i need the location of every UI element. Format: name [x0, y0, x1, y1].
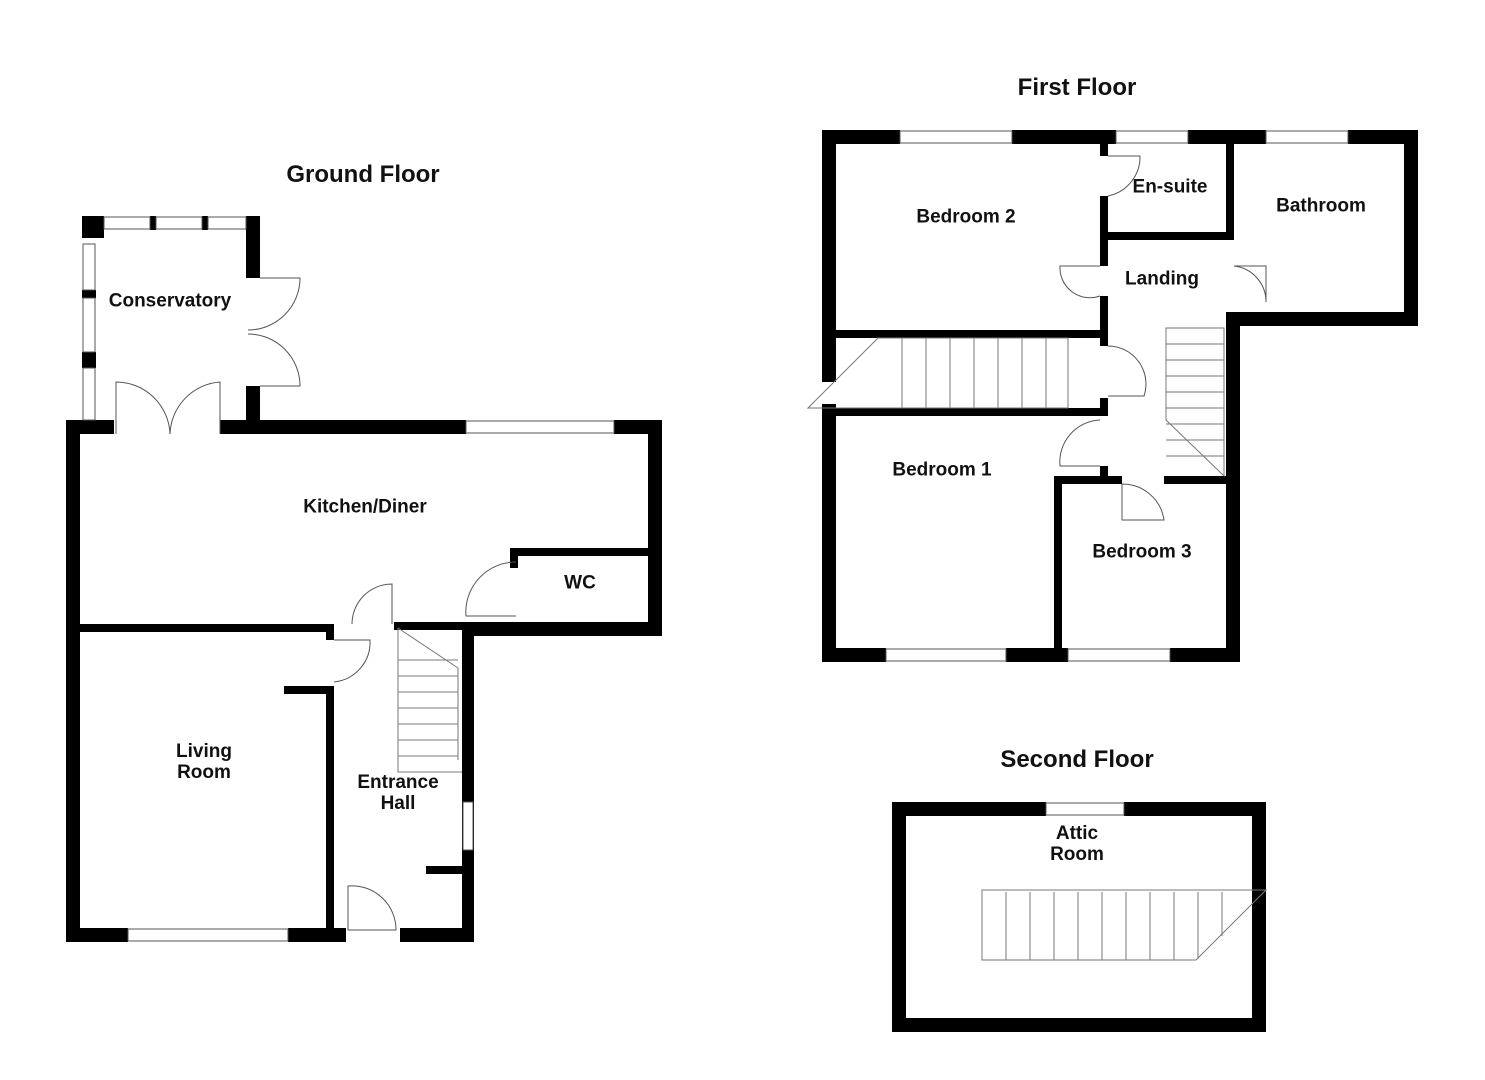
- room-wc: WC: [564, 572, 596, 594]
- ground-floor-stairs: [397, 627, 462, 773]
- first-floor-doors: [1059, 155, 1267, 521]
- room-bedroom-2: Bedroom 2: [916, 206, 1016, 228]
- ground-floor-doors: [115, 277, 517, 931]
- room-kitchen-diner: Kitchen/Diner: [303, 496, 427, 518]
- room-bedroom-1: Bedroom 1: [892, 459, 992, 481]
- first-floor-windows: [885, 130, 1349, 662]
- second-floor-window: [1045, 802, 1125, 816]
- room-attic: Attic Room: [1050, 823, 1104, 865]
- room-entrance-hall: Entrance Hall: [357, 772, 439, 814]
- ground-floor-walls: [66, 216, 662, 942]
- first-floor-walls: [822, 130, 1418, 662]
- room-bathroom: Bathroom: [1276, 195, 1366, 217]
- second-floor-stairs: [981, 889, 1268, 961]
- ground-floor-windows: [82, 216, 615, 942]
- room-bedroom-3: Bedroom 3: [1092, 541, 1192, 563]
- ground-floor-title: Ground Floor: [286, 161, 440, 188]
- first-floor-stairs: [806, 327, 1225, 478]
- room-conservatory: Conservatory: [108, 290, 232, 312]
- second-floor-title: Second Floor: [1000, 746, 1154, 773]
- room-living-room: Living Room: [176, 741, 232, 783]
- second-floor-walls: [892, 802, 1266, 1032]
- room-landing: Landing: [1125, 268, 1199, 290]
- first-floor-title: First Floor: [1017, 74, 1137, 101]
- room-en-suite: En-suite: [1132, 176, 1208, 198]
